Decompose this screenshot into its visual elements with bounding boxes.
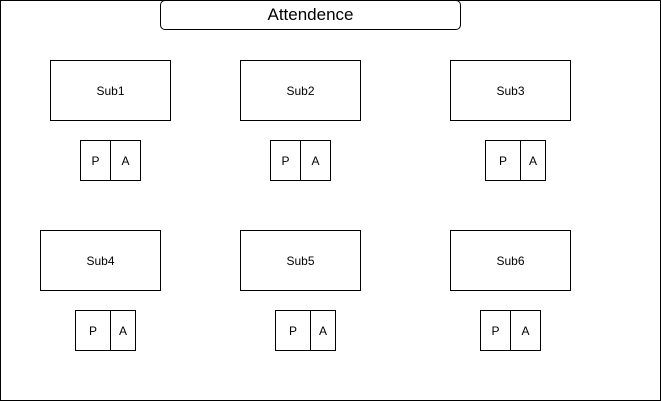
attendance-toggle-3: P A [485,140,546,181]
subject-label: Sub1 [96,83,125,98]
absent-label: A [118,323,127,338]
present-button[interactable]: P [271,141,301,180]
absent-button[interactable]: A [511,311,540,350]
absent-button[interactable]: A [311,311,335,350]
present-button[interactable]: P [81,141,111,180]
page-title-text: Attendence [267,5,354,24]
absent-label: A [521,323,530,338]
attendance-toggle-4: P A [75,310,136,351]
subject-label: Sub5 [286,253,315,268]
present-button[interactable]: P [76,311,111,350]
present-label: P [491,323,500,338]
subject-label: Sub3 [496,83,525,98]
subject-box-6[interactable]: Sub6 [450,230,571,291]
present-label: P [88,323,97,338]
present-label: P [281,153,290,168]
subject-label: Sub4 [86,253,115,268]
subject-box-2[interactable]: Sub2 [240,60,361,121]
attendance-toggle-2: P A [270,140,331,181]
absent-label: A [528,153,537,168]
attendance-toggle-1: P A [80,140,141,181]
attendance-toggle-6: P A [480,310,541,351]
absent-button[interactable]: A [111,311,135,350]
absent-label: A [121,153,130,168]
absent-button[interactable]: A [521,141,545,180]
present-label: P [288,323,297,338]
present-button[interactable]: P [481,311,511,350]
present-label: P [498,153,507,168]
absent-button[interactable]: A [111,141,140,180]
subject-box-4[interactable]: Sub4 [40,230,161,291]
subject-label: Sub2 [286,83,315,98]
subject-box-3[interactable]: Sub3 [450,60,571,121]
attendance-toggle-5: P A [275,310,336,351]
subject-box-1[interactable]: Sub1 [50,60,171,121]
subject-box-5[interactable]: Sub5 [240,230,361,291]
present-button[interactable]: P [276,311,311,350]
absent-label: A [311,153,320,168]
page-title: Attendence [160,0,461,30]
present-button[interactable]: P [486,141,521,180]
present-label: P [91,153,100,168]
absent-label: A [318,323,327,338]
subject-label: Sub6 [496,253,525,268]
absent-button[interactable]: A [301,141,330,180]
